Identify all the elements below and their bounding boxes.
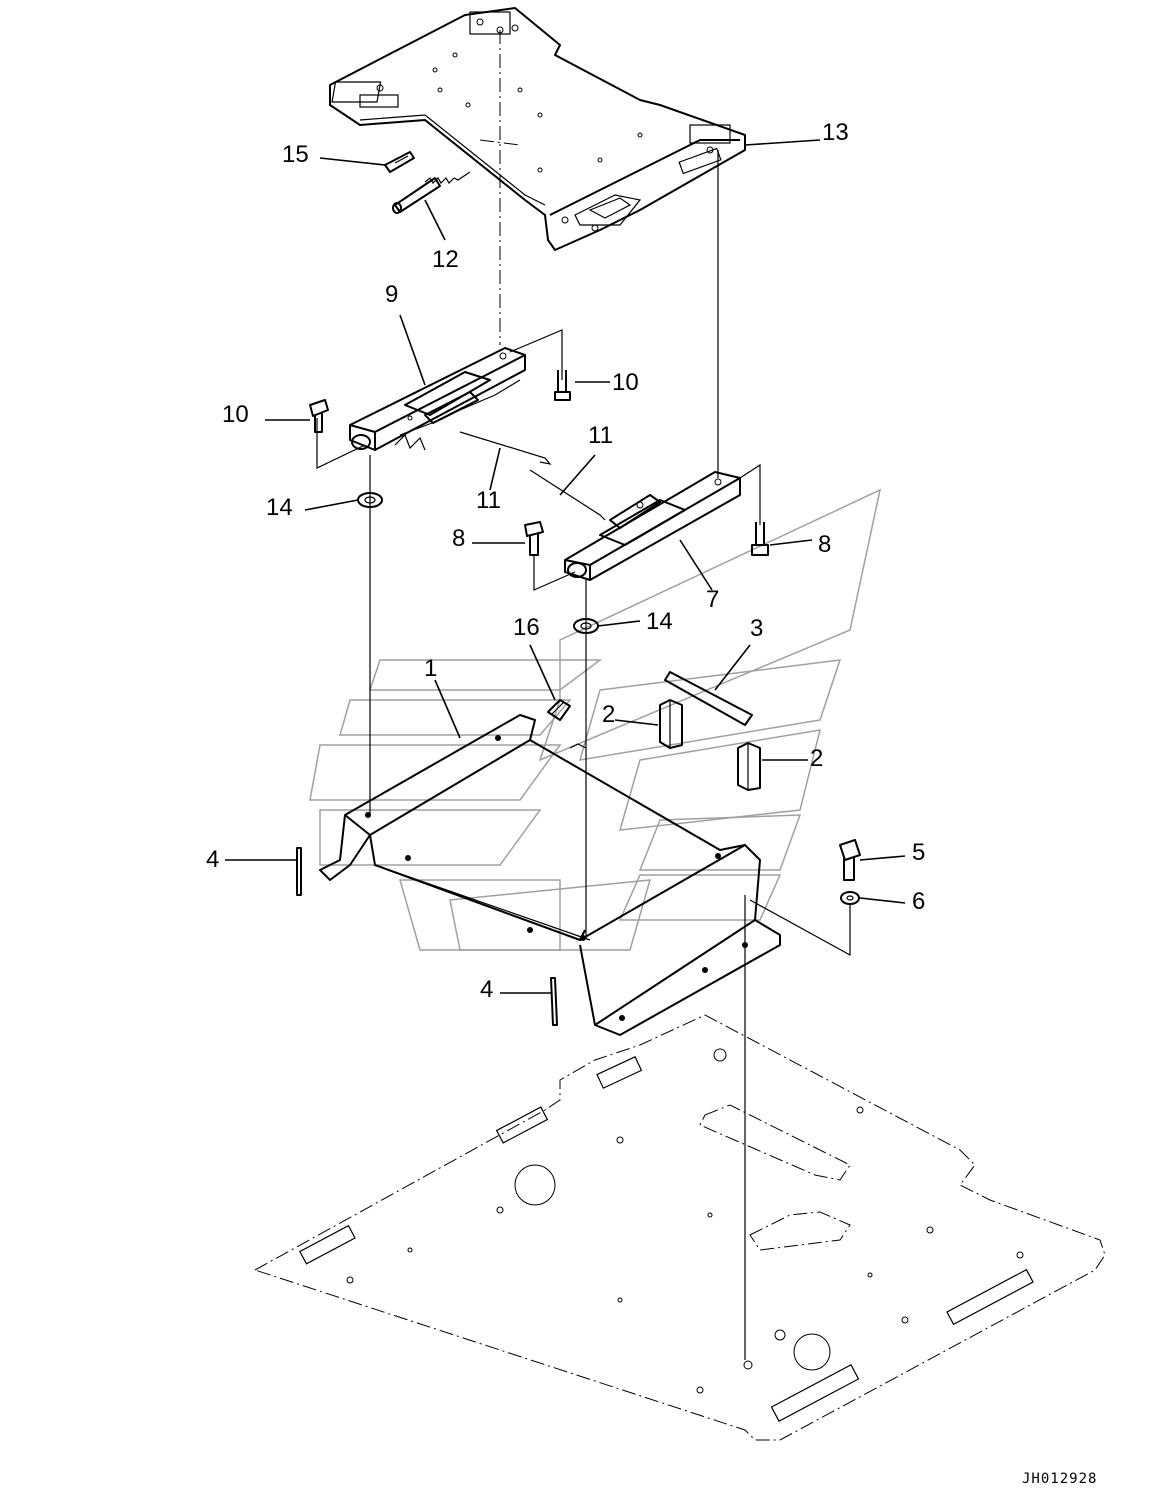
callout-labels: 13 15 12 9 10 10 11 11 14 8 8 7 14 16 3 … xyxy=(206,119,925,1003)
callout-8-right: 8 xyxy=(818,531,831,558)
callout-7: 7 xyxy=(706,586,719,613)
bolt-8-right xyxy=(751,522,769,556)
callout-14-left: 14 xyxy=(266,494,293,521)
seat-top-plate-13 xyxy=(329,7,746,251)
watermark-logo xyxy=(309,488,882,951)
callout-10-left: 10 xyxy=(222,401,249,428)
slide-rail-7 xyxy=(564,471,741,581)
rod-11-left xyxy=(459,431,552,465)
pin-4-bottom xyxy=(550,977,558,1026)
pin-4-left xyxy=(296,847,302,896)
bolt-8-left xyxy=(524,521,544,556)
callout-11-right: 11 xyxy=(588,422,613,449)
seat-bracket-1 xyxy=(319,714,781,1036)
pin-12 xyxy=(392,177,441,214)
callout-2-b: 2 xyxy=(810,745,823,772)
bolt-5 xyxy=(839,839,861,881)
callout-11-left: 11 xyxy=(476,487,501,514)
callout-13: 13 xyxy=(822,119,849,146)
callout-16: 16 xyxy=(513,614,540,641)
base-frame-dashed xyxy=(253,1014,1106,1441)
callout-12: 12 xyxy=(432,246,459,273)
spacer-2-b xyxy=(737,742,761,791)
spacer-2-a xyxy=(659,699,683,749)
callout-8-left: 8 xyxy=(452,525,465,552)
slide-rail-9 xyxy=(349,347,526,451)
drawing-id: JH012928 xyxy=(1022,1471,1097,1487)
callout-3: 3 xyxy=(750,615,763,642)
callout-1: 1 xyxy=(424,655,437,682)
clip-15 xyxy=(384,151,415,173)
clip-16 xyxy=(547,699,571,721)
washer-6 xyxy=(840,891,860,905)
callout-10-right: 10 xyxy=(612,369,639,396)
callout-6: 6 xyxy=(912,888,925,915)
rod-11-right xyxy=(529,469,606,521)
callout-2-a: 2 xyxy=(602,701,615,728)
callout-5: 5 xyxy=(912,839,925,866)
callout-4-left: 4 xyxy=(206,846,219,873)
callout-4-bottom: 4 xyxy=(480,976,493,1003)
bar-3 xyxy=(664,671,753,726)
callout-14-right: 14 xyxy=(646,608,673,635)
bolt-10-right xyxy=(554,370,571,401)
callout-15: 15 xyxy=(282,141,309,168)
bolt-10-left xyxy=(309,399,329,433)
leaders xyxy=(225,139,906,994)
callout-9: 9 xyxy=(385,281,398,308)
alignment-lines xyxy=(316,30,851,1360)
